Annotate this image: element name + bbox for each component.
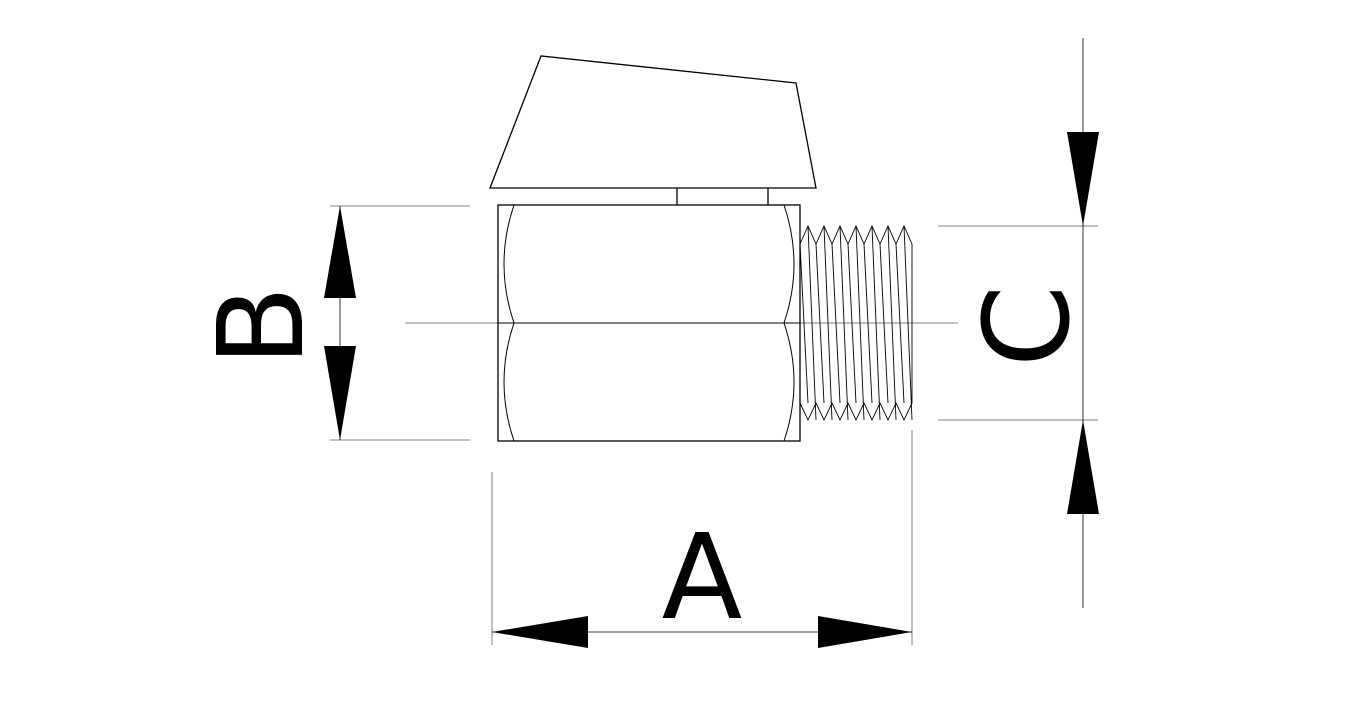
thread-root-line (895, 243, 905, 404)
lever-handle (489, 55, 817, 205)
arrow-right-icon (818, 616, 912, 648)
thread-root-line (847, 243, 857, 404)
arrow-up-icon (1067, 420, 1099, 514)
thread-root-line (799, 243, 809, 404)
thread-root-line (815, 243, 825, 404)
thread-root-line (831, 243, 841, 404)
thread-root-line (863, 243, 873, 404)
dimension-a: A (491, 430, 913, 648)
arrow-down-icon (324, 346, 356, 440)
thread-root-line (879, 243, 889, 404)
thread-bottom-profile (799, 401, 913, 422)
dimension-label-b: B (192, 286, 330, 367)
arrow-down-icon (1067, 132, 1099, 226)
dimension-c: C (938, 38, 1099, 608)
arrow-up-icon (324, 206, 356, 298)
arrow-left-icon (492, 616, 588, 648)
dimension-label-c: C (958, 285, 1096, 367)
dimension-b: B (192, 205, 470, 441)
dimension-label-a: A (662, 508, 743, 646)
